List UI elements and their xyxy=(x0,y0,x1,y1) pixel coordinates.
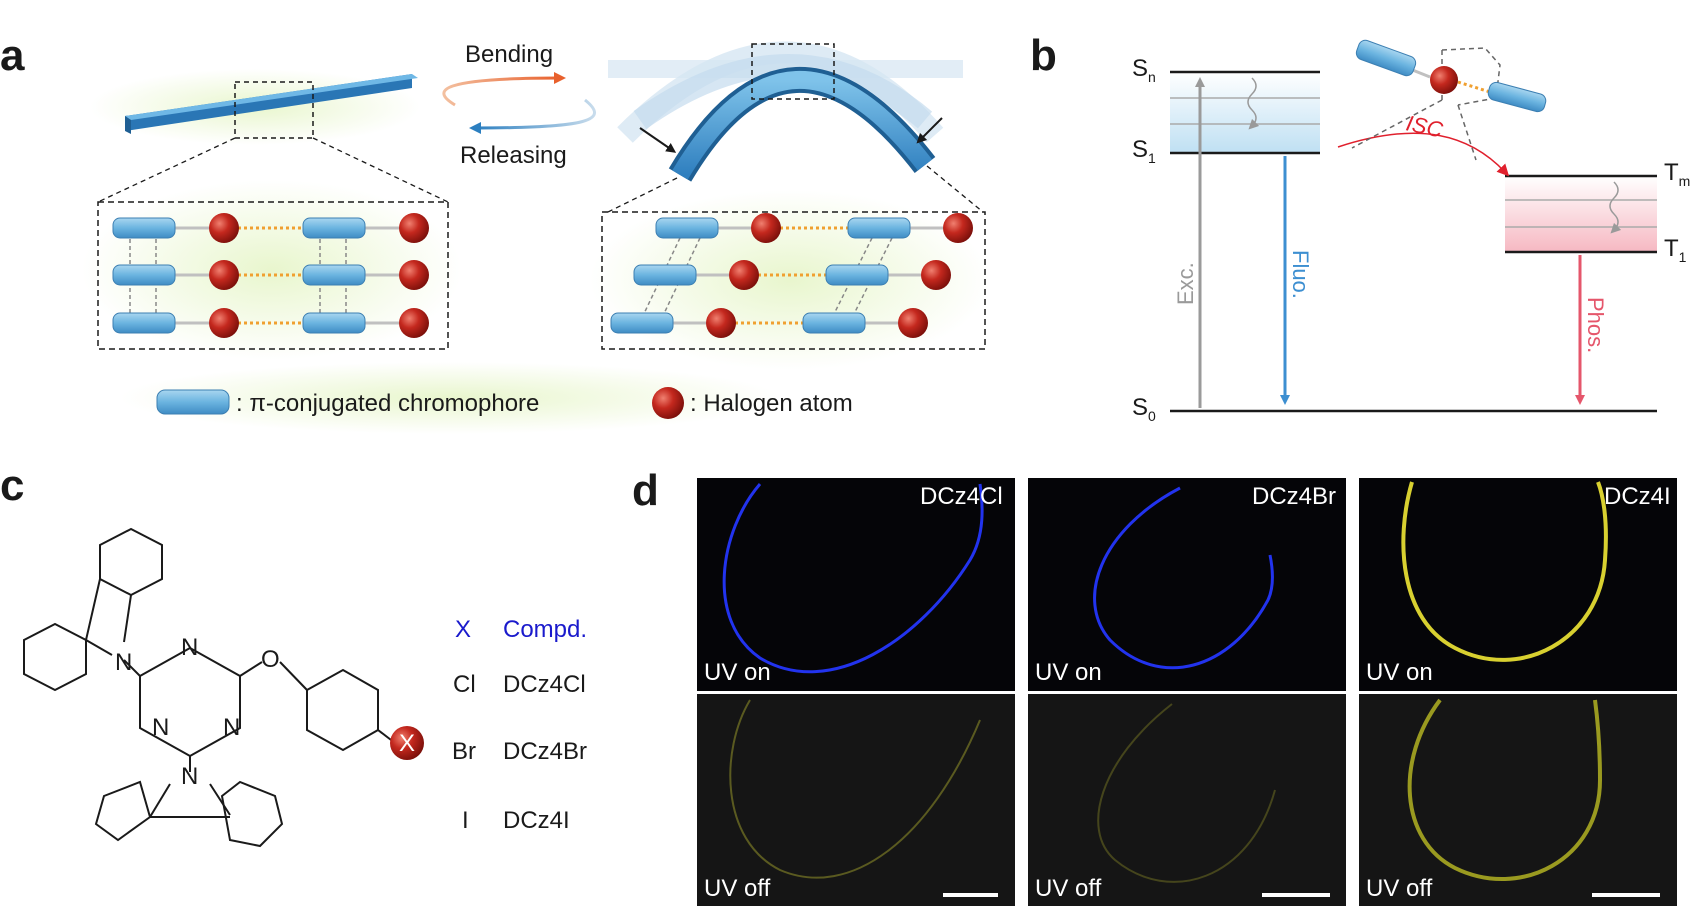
panel-a-legend: : π-conjugated chromophore : Halogen ato… xyxy=(120,362,853,434)
level-tm-label: Tm xyxy=(1664,159,1690,189)
phos-label: Phos. xyxy=(1583,297,1608,353)
legend-halogen-label: : Halogen atom xyxy=(690,390,853,417)
photo-dcz4i-uv-off-label: UV off xyxy=(1366,875,1433,902)
straight-row-1 xyxy=(112,213,429,243)
photo-dcz4i-uv-on: DCz4I UV on xyxy=(1359,478,1677,691)
level-s1-label: S1 xyxy=(1132,136,1156,166)
atom-o: O xyxy=(261,646,280,673)
photo-dcz4cl-uv-on: DCz4Cl UV on xyxy=(697,478,1015,691)
fluo-label: Fluo. xyxy=(1288,250,1313,299)
photo-dcz4br-uv-on: DCz4Br UV on xyxy=(1028,478,1346,691)
photo-dcz4br-uv-on-label: UV on xyxy=(1035,659,1102,686)
compound-table: X Compd. Cl DCz4Cl Br DCz4Br I DCz4I xyxy=(452,616,587,834)
table-header-x: X xyxy=(455,616,471,643)
bent-row-3 xyxy=(610,308,928,338)
table-header-compd: Compd. xyxy=(503,616,587,643)
panel-a: a xyxy=(0,31,990,434)
photo-dcz4cl-uv-off-label: UV off xyxy=(704,875,771,902)
table-row-1-x: Cl xyxy=(453,671,476,698)
dcz-atom-labels: N N N N O N xyxy=(115,634,280,790)
isc-arrow xyxy=(1337,132,1510,177)
panel-b-letter: b xyxy=(1030,31,1057,80)
bent-row-1 xyxy=(655,213,973,243)
photo-dcz4br-uv-off: UV off xyxy=(1028,694,1346,906)
zoom-line-right xyxy=(312,137,449,203)
bending-arrow xyxy=(442,72,566,107)
photo-dcz4br-uv-off-label: UV off xyxy=(1035,875,1102,902)
dcz-structure xyxy=(23,527,396,848)
atom-n-triazine-3: N xyxy=(223,714,240,741)
panel-d: d DCz4Cl UV on UV off DCz4Br UV on UV of… xyxy=(632,466,1677,906)
bent-rod xyxy=(607,41,984,213)
scale-bar-2 xyxy=(1262,893,1330,897)
bent-packing-diagram xyxy=(590,190,990,370)
atom-n-triazine-2: N xyxy=(152,714,169,741)
atom-n-triazine-1: N xyxy=(181,634,198,661)
substituent-x-ball xyxy=(390,726,424,760)
scale-bar-3 xyxy=(1592,893,1660,897)
photo-dcz4cl-compound-label: DCz4Cl xyxy=(920,483,1003,510)
level-sn-label: Sn xyxy=(1132,55,1156,85)
level-s0-label: S0 xyxy=(1132,394,1156,424)
table-row-3-x: I xyxy=(462,807,469,834)
photo-dcz4cl-uv-off: UV off xyxy=(697,694,1015,906)
panel-d-letter: d xyxy=(632,466,659,515)
straight-rod-zoom-box xyxy=(234,81,314,139)
photo-dcz4cl-uv-on-label: UV on xyxy=(704,659,771,686)
straight-row-2 xyxy=(112,260,429,290)
photo-dcz4i-uv-on-label: UV on xyxy=(1366,659,1433,686)
legend-chromophore-label: : π-conjugated chromophore xyxy=(236,390,539,417)
scale-bar-1 xyxy=(943,893,998,897)
panel-c: c N N N N xyxy=(0,461,587,848)
level-t1-label: T1 xyxy=(1664,235,1687,265)
releasing-arrow xyxy=(469,98,596,134)
singlet-relaxation-arrow xyxy=(1247,77,1260,130)
exc-label: Exc. xyxy=(1173,262,1198,305)
bent-row-2 xyxy=(633,260,951,290)
panel-b: b Sn S1 S0 Tm T1 Exc. Fluo. Phos. ISC xyxy=(1030,31,1690,424)
atom-n-carbazole-top: N xyxy=(115,649,132,676)
releasing-label: Releasing xyxy=(460,142,567,169)
straight-row-3 xyxy=(112,308,429,338)
bending-cycle-arrows: Bending Releasing xyxy=(442,41,596,169)
bending-label: Bending xyxy=(465,41,553,68)
isc-molecule-inset xyxy=(1351,39,1547,161)
legend-halogen-swatch xyxy=(652,387,684,419)
photo-dcz4br-compound-label: DCz4Br xyxy=(1252,483,1336,510)
table-row-3-compd: DCz4I xyxy=(503,807,570,834)
triplet-band xyxy=(1505,176,1657,252)
legend-chromophore-swatch xyxy=(156,389,230,415)
isc-label: ISC xyxy=(1404,110,1445,142)
table-row-2-x: Br xyxy=(452,738,476,765)
table-row-2-compd: DCz4Br xyxy=(503,738,587,765)
triplet-relaxation-arrow xyxy=(1609,181,1622,234)
photo-dcz4i-compound-label: DCz4I xyxy=(1604,483,1671,510)
atom-n-carbazole-bottom: N xyxy=(181,763,198,790)
straight-packing-diagram xyxy=(82,180,462,360)
panel-a-letter: a xyxy=(0,31,25,80)
substituent-x-label: X xyxy=(399,730,415,757)
panel-c-letter: c xyxy=(0,461,24,510)
photo-dcz4i-uv-off: UV off xyxy=(1359,694,1677,906)
table-row-1-compd: DCz4Cl xyxy=(503,671,586,698)
straight-rod xyxy=(125,74,418,134)
zoom-line-left xyxy=(97,137,236,203)
singlet-band xyxy=(1170,72,1320,153)
